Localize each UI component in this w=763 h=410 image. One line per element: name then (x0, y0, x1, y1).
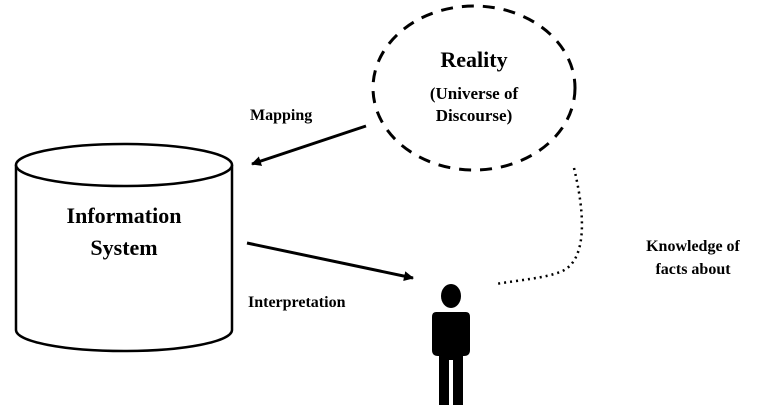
interpretation-arrow (246, 241, 414, 282)
reality-ellipse (371, 4, 577, 172)
reality-subtitle-line1: (Universe of (430, 84, 519, 103)
reality-title: Reality (440, 47, 507, 72)
reality-subtitle-line2: Discourse) (436, 106, 512, 125)
mapping-label: Mapping (250, 107, 312, 124)
person-icon (432, 284, 470, 405)
mapping-arrow (251, 124, 367, 166)
information-system-line2: System (90, 235, 157, 260)
information-system-cylinder (14, 142, 234, 353)
knowledge-label-line2: facts about (655, 261, 731, 278)
information-system-line1: Information (67, 203, 182, 228)
knowledge-label-line1: Knowledge of (646, 238, 740, 255)
knowledge-dotted-line (495, 167, 584, 286)
interpretation-label: Interpretation (248, 294, 346, 311)
